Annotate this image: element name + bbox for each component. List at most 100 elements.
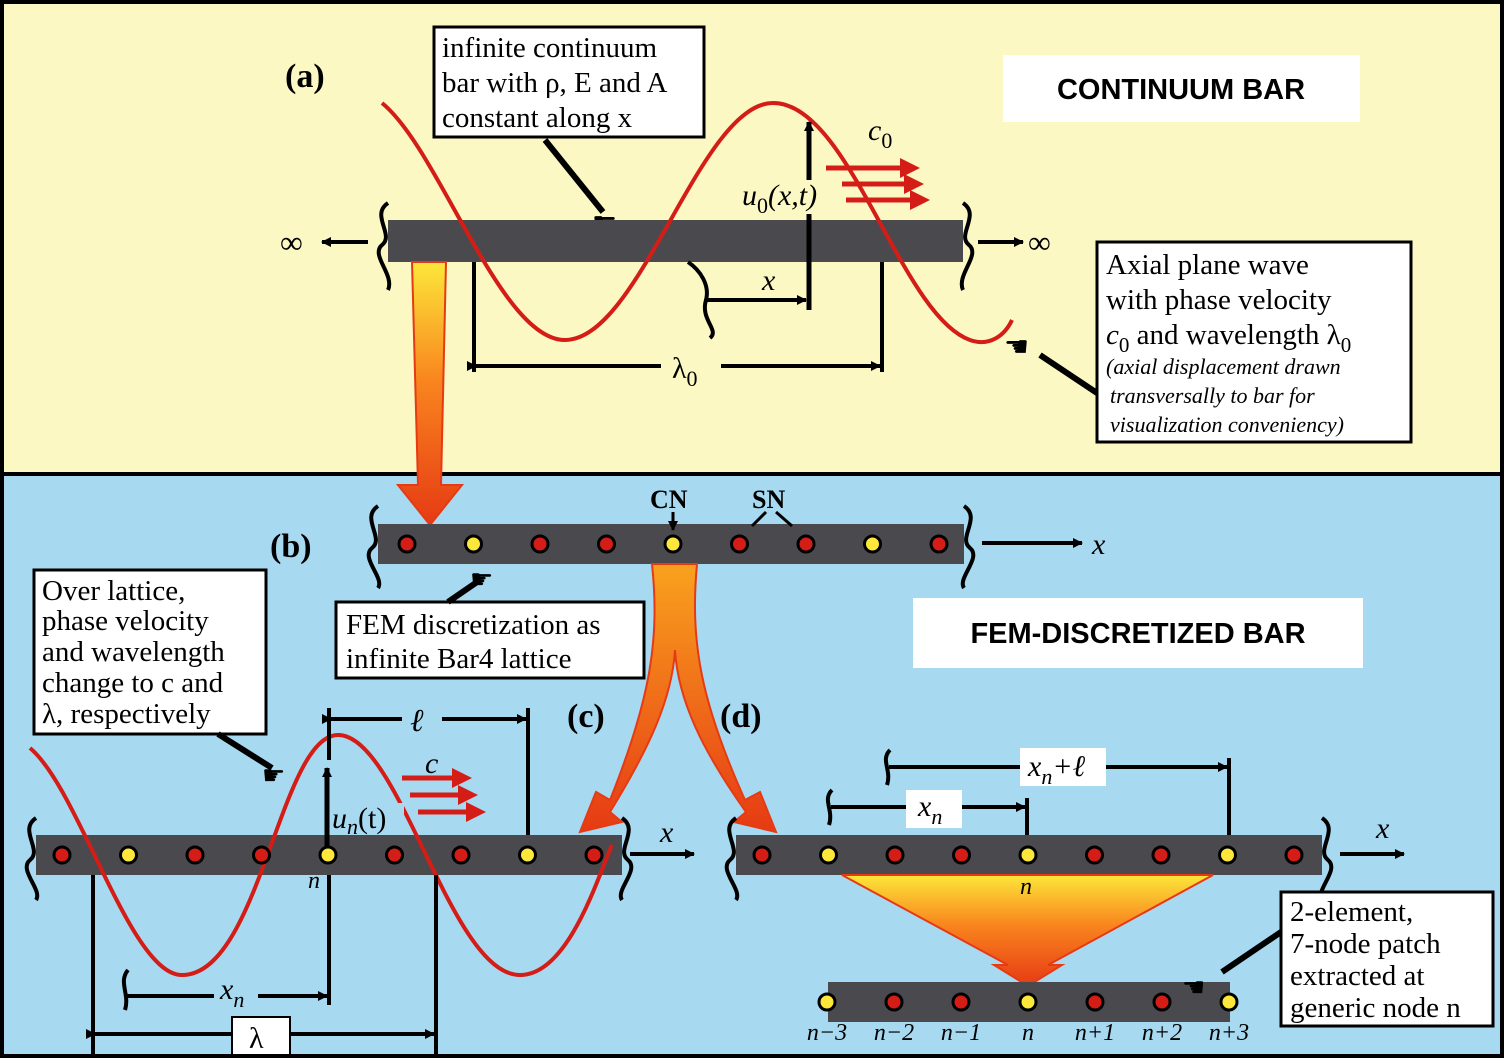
continuum-bar [388, 220, 963, 262]
infinity-left: ∞ [280, 224, 303, 260]
callout-lattice-line-5: λ, respectively [42, 698, 211, 730]
xn-label-d: xn [917, 790, 942, 829]
lattice-b-node-yellow [464, 534, 483, 554]
lattice-b-node-red [796, 534, 816, 554]
callout-lattice-leader [216, 731, 274, 771]
patch-nodes [817, 992, 1239, 1012]
lattice-c-node-red [385, 845, 404, 865]
patch-extraction-arrow [841, 874, 1214, 988]
xn-label-c-bg [214, 973, 258, 1009]
lattice-d-node-red [952, 845, 971, 865]
displacement-label-c-bg [330, 803, 404, 835]
patch-node-label: n−3 [807, 1020, 847, 1046]
callout-patch [1279, 890, 1495, 1028]
xn-origin-bracket-c [121, 968, 130, 1011]
refinement-arrow-ab [395, 261, 465, 527]
velocity-label-a: c0 [868, 114, 892, 153]
callout-patch-line-3: extracted at [1290, 960, 1424, 992]
displacement-label-a: u0(x,t) [742, 179, 817, 218]
panel-a-label: (a) [285, 58, 325, 95]
pointing-hand-icon-3: ☛ [470, 565, 493, 594]
lattice-c-node-red [185, 845, 205, 865]
fem-title: FEM-DISCRETIZED BAR [970, 618, 1305, 650]
lattice-d-node-yellow [1218, 845, 1237, 865]
xn-label-c: xn [219, 973, 244, 1012]
patch-node-red [884, 992, 904, 1012]
cn-label: CN [650, 485, 688, 514]
lattice-d-node-red [1284, 845, 1304, 865]
patch-node-label: n−2 [874, 1020, 914, 1046]
sn-pointer-left [750, 510, 768, 528]
sn-label: SN [752, 485, 785, 514]
lattice-b-node-yellow [863, 534, 882, 554]
displacement-label-bg [738, 180, 842, 214]
lattice-b-node-yellow [663, 534, 683, 554]
lattice-c-node-red [252, 845, 271, 865]
callout-wave-line-1: Axial plane wave [1106, 249, 1309, 281]
lattice-c-node-red [451, 845, 471, 865]
callout-patch-leader [1220, 929, 1283, 975]
xn-ell-origin-bracket [883, 748, 892, 786]
callout-wave-line-3: c0 and wavelength λ0 [1106, 319, 1351, 357]
callout-patch-line-2: 7-node patch [1290, 928, 1441, 960]
xn-origin-bracket-d [825, 788, 834, 826]
lattice-d-node-yellow [819, 845, 838, 865]
lattice-nodes-d [752, 845, 1304, 865]
callout-wave-note-1: (axial displacement drawn [1106, 354, 1341, 379]
patch-node-label: n−1 [941, 1020, 981, 1046]
lattice-b-node-red [530, 534, 550, 554]
lattice-b-node-red [397, 534, 417, 554]
lattice-d-node-red [1151, 845, 1171, 865]
split-arrow-bcd [578, 563, 778, 834]
ell-label: ℓ [410, 702, 424, 738]
lattice-c-node-yellow [518, 845, 537, 865]
lattice-nodes-c [52, 845, 604, 865]
patch-node-yellow [817, 992, 837, 1012]
lattice-d-node-red [1085, 845, 1104, 865]
x-label-d: x [1375, 812, 1390, 845]
callout-lattice-line-3: and wavelength [42, 636, 225, 668]
callout-wave-leader [1038, 352, 1099, 396]
x-label-a: x [761, 264, 776, 297]
callout-lattice-line-1: Over lattice, [42, 575, 185, 607]
callout-wave-line-2: with phase velocity [1106, 284, 1332, 316]
callout-continuum-line-3: constant along x [442, 102, 633, 134]
patch-node-label: n [1022, 1020, 1034, 1046]
callout-wave-note-3: visualization conveniency) [1110, 412, 1344, 437]
node-n-label-c: n [308, 868, 320, 894]
callout-axial-wave [1095, 240, 1413, 444]
lattice-nodes-b [397, 534, 949, 554]
bar-break-left-b-icon [366, 504, 382, 590]
callout-continuum-line-2: bar with ρ, E and A [442, 67, 668, 99]
panel-d-label: (d) [720, 698, 762, 735]
infinity-right: ∞ [1028, 224, 1051, 260]
lattice-c-node-red [52, 845, 72, 865]
callout-continuum-bar [432, 25, 706, 139]
callout-continuum-leader [542, 138, 606, 214]
callout-wave-note-2: transversally to bar for [1110, 383, 1315, 408]
xn-ell-label: xn+ℓ [1027, 750, 1086, 789]
lattice-c-node-red [584, 845, 604, 865]
lattice-d-node-red [752, 845, 772, 865]
lambda-label-bg [231, 1016, 291, 1056]
bar-break-right-d-icon [1318, 816, 1334, 902]
patch-node-red [1085, 992, 1105, 1012]
bar-break-right-icon [959, 201, 975, 291]
continuum-wave [380, 100, 1014, 344]
callout-fem-line-1: FEM discretization as [346, 609, 601, 641]
callout-continuum-line-1: infinite continuum [442, 32, 657, 64]
velocity-label-c: c [425, 747, 438, 780]
displacement-label-c: un(t) [332, 802, 386, 839]
panel-b-label: (b) [270, 528, 312, 565]
ell-label-bg [402, 702, 442, 738]
x-label-c: x [659, 816, 674, 849]
patch-node-yellow [1219, 992, 1239, 1012]
continuum-title-box [1003, 55, 1360, 122]
velocity-arrows-a [826, 158, 930, 210]
patch-node-red [1152, 992, 1172, 1012]
x-label-b: x [1091, 528, 1106, 561]
lambda-label: λ [249, 1022, 264, 1055]
callout-fem [334, 600, 646, 680]
